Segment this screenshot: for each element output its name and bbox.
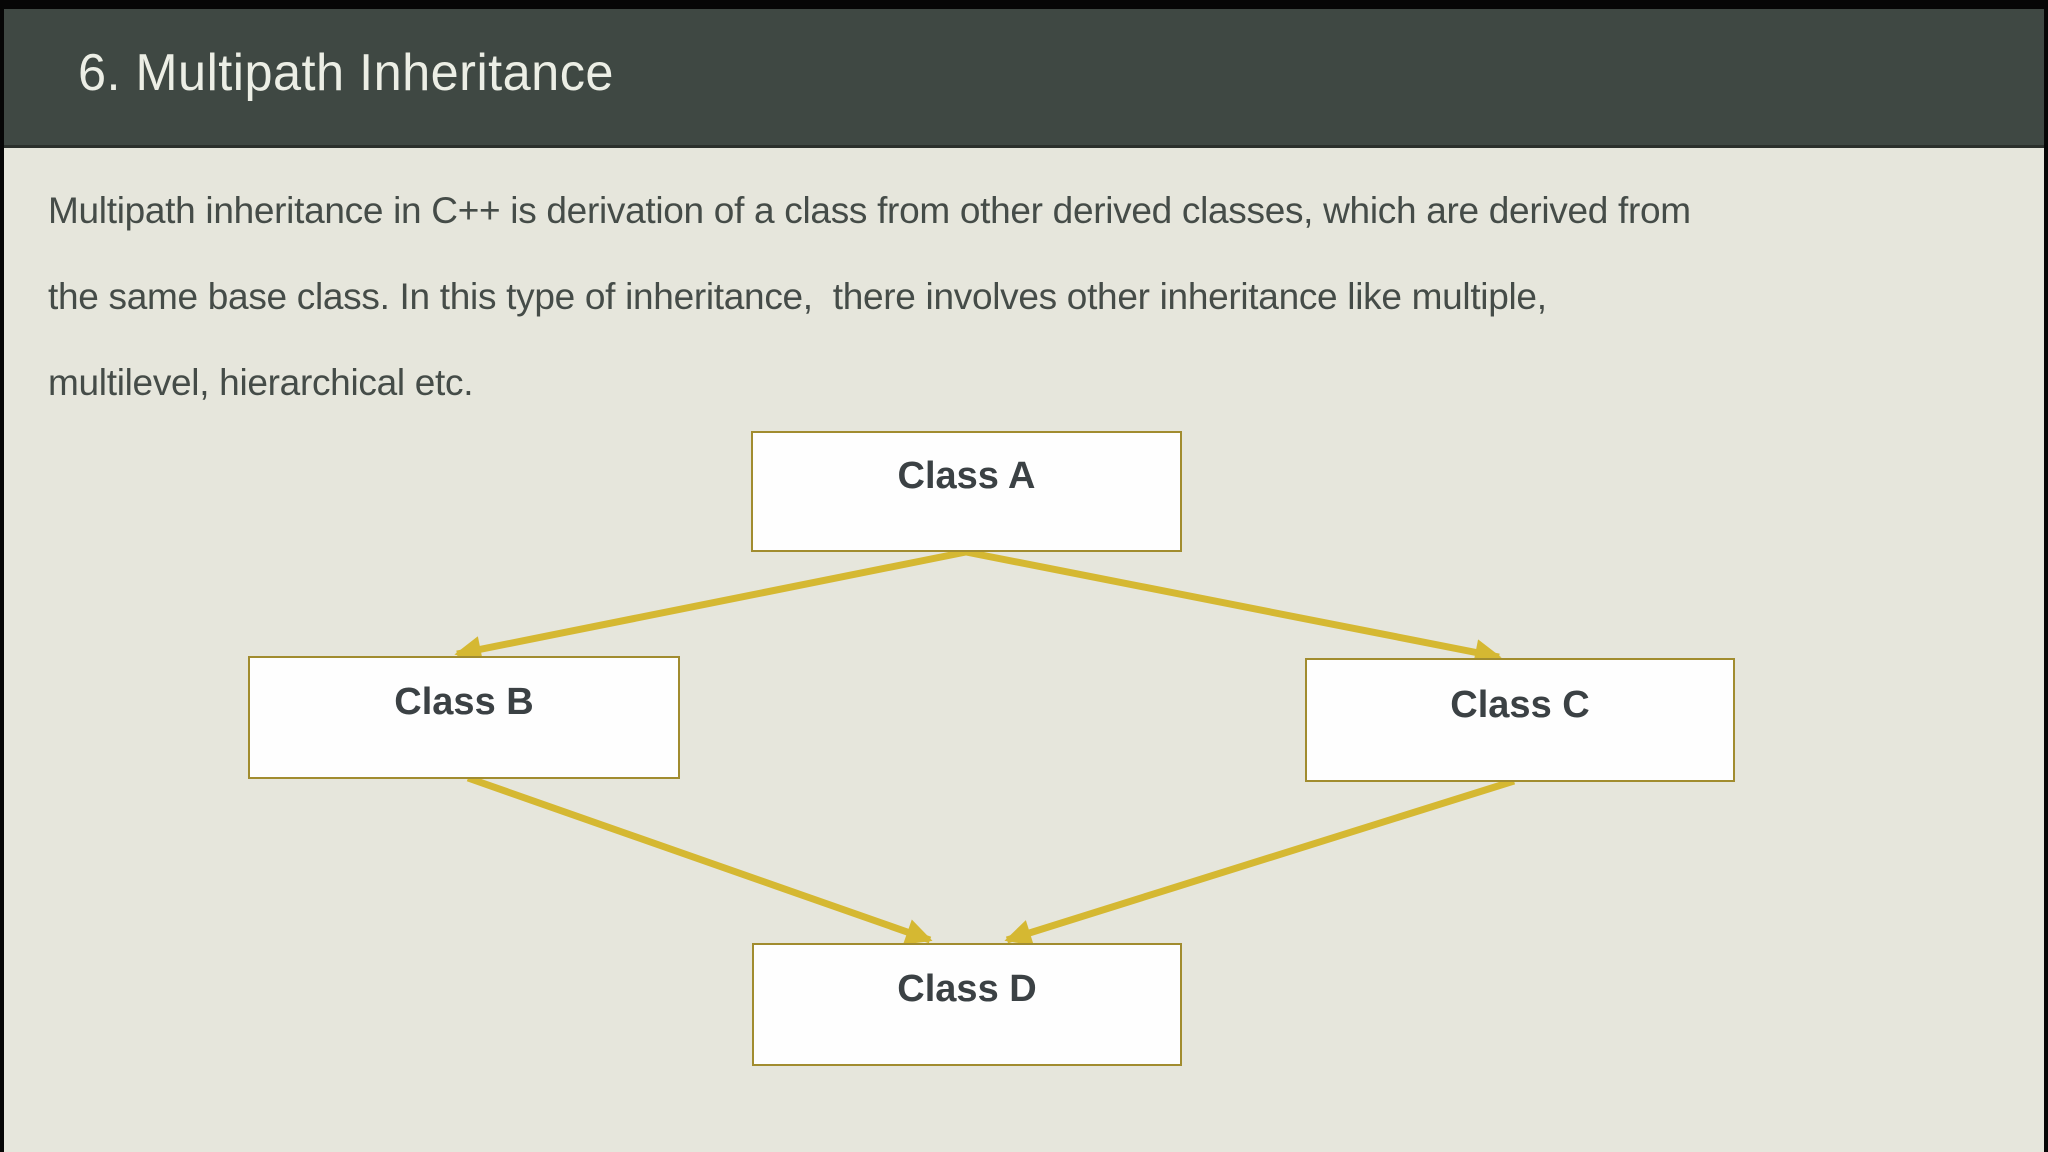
body-paragraph-line-3: multilevel, hierarchical etc.: [48, 362, 474, 403]
slide-title: 6. Multipath Inheritance: [78, 43, 614, 102]
arrow-class-b-to-class-d: [466, 774, 933, 945]
node-class-d-label: Class D: [897, 968, 1037, 1010]
body-paragraph-line-2: the same base class. In this type of inh…: [48, 276, 1547, 317]
arrow-class-a-to-class-b: [454, 548, 967, 663]
node-class-a-label: Class A: [897, 455, 1036, 497]
node-class-c-label: Class C: [1450, 683, 1590, 726]
slide-right-border: [2044, 0, 2048, 1152]
arrow-class-a-to-class-c: [965, 548, 1502, 666]
node-class-d: Class D: [752, 943, 1182, 1066]
slide-header: 6. Multipath Inheritance: [0, 0, 2048, 148]
body-paragraph-line-1: Multipath inheritance in C++ is derivati…: [48, 190, 1691, 231]
slide-top-border: [0, 0, 2048, 9]
node-class-a: Class A: [751, 431, 1182, 552]
node-class-c: Class C: [1305, 658, 1735, 782]
arrow-class-c-to-class-d: [1004, 777, 1516, 946]
body-paragraph: Multipath inheritance in C++ is derivati…: [48, 168, 2033, 426]
node-class-b: Class B: [248, 656, 680, 779]
node-class-b-label: Class B: [394, 681, 534, 723]
slide-left-border: [0, 0, 4, 1152]
